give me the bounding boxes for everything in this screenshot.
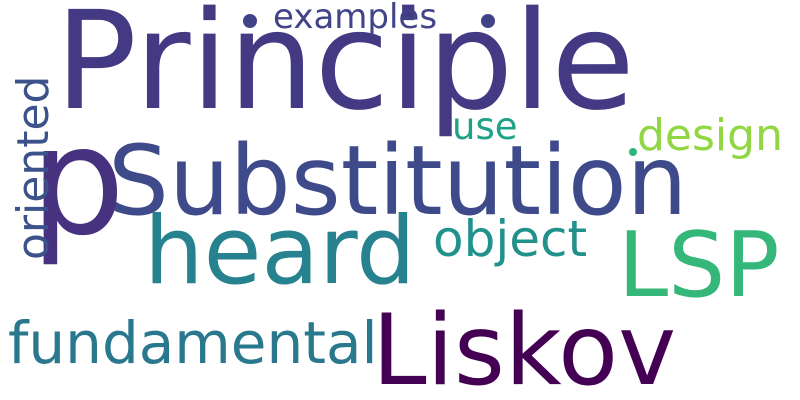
- word-principle: Principle: [55, 0, 635, 141]
- decorative-dot: [629, 148, 637, 156]
- word-examples: examples: [273, 0, 438, 37]
- word-oriented: oriented: [8, 75, 59, 260]
- word-substitution: Substitution: [108, 125, 688, 237]
- word-liskov: Liskov: [372, 294, 677, 400]
- word-heard: heard: [144, 197, 416, 306]
- word-fundamental: fundamental: [8, 309, 378, 377]
- word-use: use: [452, 105, 518, 148]
- word-design: design: [637, 110, 783, 161]
- word-p: p: [30, 95, 126, 269]
- decorative-dot: [481, 14, 495, 28]
- word-object: object: [433, 210, 588, 268]
- word-lsp: LSP: [618, 213, 780, 318]
- decorative-dot: [243, 14, 257, 28]
